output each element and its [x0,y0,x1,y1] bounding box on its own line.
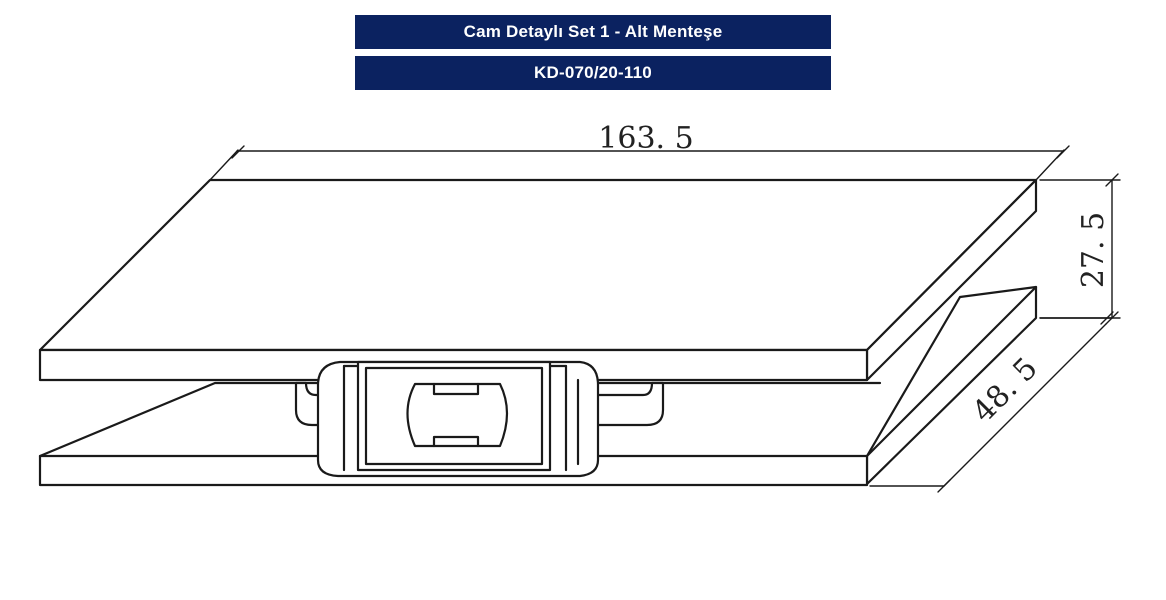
dimension-length-label: 163. 5 [598,121,693,156]
product-code: KD-070/20-110 [355,56,831,90]
top-glass-plate [38,178,1038,382]
dimension-height-label: 27. 5 [1076,212,1111,288]
dimension-length [209,145,1070,181]
dimension-depth [869,311,1114,493]
bottom-glass-plate [38,285,1038,487]
product-title-text: Cam Detaylı Set 1 - Alt Menteşe [463,22,723,41]
hinge-body [294,360,665,478]
product-title: Cam Detaylı Set 1 - Alt Menteşe [355,15,831,49]
product-code-text: KD-070/20-110 [534,63,652,82]
